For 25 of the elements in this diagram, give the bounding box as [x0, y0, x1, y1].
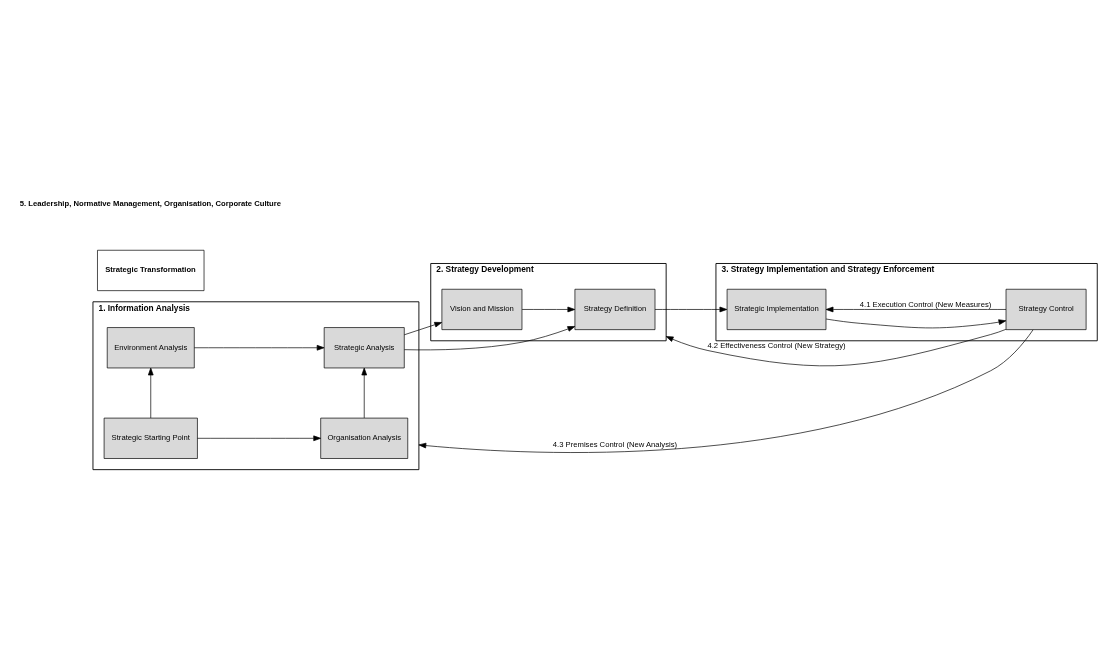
edge-label: 4.2 Effectiveness Control (New Strategy): [707, 341, 846, 351]
node-box: Strategy Definition: [574, 288, 656, 330]
node-box: Vision and Mission: [441, 288, 523, 330]
node-box: Strategic Starting Point: [103, 417, 198, 459]
node-box: Strategy Control: [1005, 288, 1087, 330]
arrow: [404, 326, 576, 351]
node-box: Strategic Analysis: [323, 327, 405, 369]
node-box: Environment Analysis: [106, 327, 195, 369]
arrow: [147, 367, 154, 419]
node-box: Strategic Transformation: [97, 249, 205, 291]
arrow: [665, 328, 1007, 367]
label: 5. Leadership, Normative Management, Organisation, Corporate Culture: [19, 199, 282, 209]
arrow: [521, 306, 576, 313]
arrow: [197, 435, 322, 442]
arrow: [361, 367, 368, 419]
arrow: [403, 322, 443, 336]
node-box: Strategic Implementation: [726, 288, 827, 330]
arrow: [825, 306, 1007, 313]
arrow: [194, 344, 325, 351]
node-box: Organisation Analysis: [320, 417, 409, 459]
edge-label: 4.3 Premises Control (New Analysis): [552, 439, 678, 449]
arrow: [418, 329, 1034, 453]
arrow: [825, 318, 1007, 329]
edge-label: 4.1 Execution Control (New Measures): [859, 300, 992, 310]
arrow: [654, 306, 728, 313]
